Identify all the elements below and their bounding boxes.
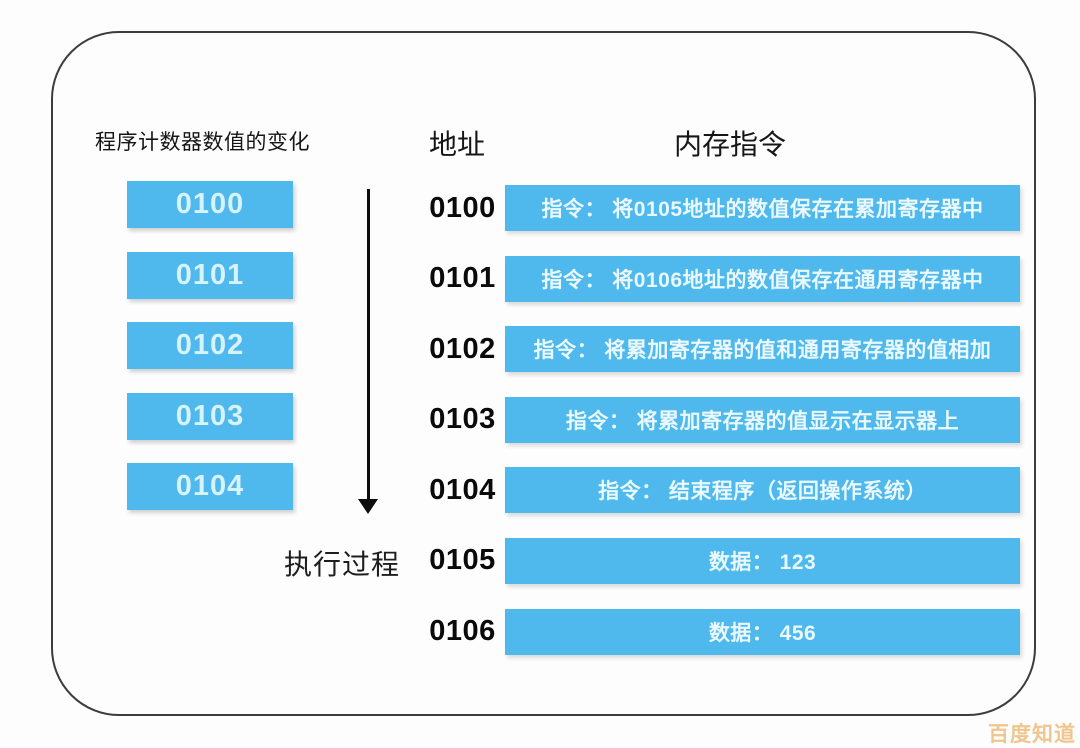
memory-cell: 指令： 将0106地址的数值保存在通用寄存器中: [505, 255, 1020, 302]
address-label: 0103: [429, 403, 496, 436]
memory-cell: 指令： 将0105地址的数值保存在累加寄存器中: [505, 185, 1020, 231]
baidu-zhidao-watermark: 百度知道: [988, 723, 1076, 746]
memory-cell: 指令： 结束程序（返回操作系统）: [505, 467, 1020, 514]
rounded-border-frame: [51, 31, 1036, 716]
pc-value-box: 0102: [127, 322, 293, 369]
table-row: 0103 指令： 将累加寄存器的值显示在显示器上: [420, 396, 1020, 443]
address-label: 0100: [429, 191, 496, 224]
pc-column-title: 程序计数器数值的变化: [95, 131, 310, 154]
pc-box-list: 0100 0101 0102 0103 0104: [127, 181, 293, 510]
table-row: 0106 数据： 456: [420, 608, 1020, 655]
address-label: 0106: [429, 615, 496, 648]
address-label: 0104: [429, 473, 496, 506]
arrow-line: [367, 189, 370, 501]
pc-value-box: 0104: [127, 463, 293, 510]
pc-value-box: 0101: [127, 251, 293, 299]
memory-cell: 指令： 将累加寄存器的值显示在显示器上: [505, 396, 1020, 443]
address-label: 0102: [429, 332, 496, 365]
address-label: 0101: [429, 262, 496, 295]
pc-value-box: 0103: [127, 392, 293, 440]
table-row: 0101 指令： 将0106地址的数值保存在通用寄存器中: [420, 255, 1020, 302]
address-column-header: 地址: [428, 129, 485, 160]
memory-cell: 数据： 456: [505, 608, 1020, 655]
memory-row-list: 0100 指令： 将0105地址的数值保存在累加寄存器中 0101 指令： 将0106…: [420, 185, 1020, 655]
memory-cell: 指令： 将累加寄存器的值和通用寄存器的值相加: [505, 326, 1020, 373]
memory-cell: 数据： 123: [505, 537, 1020, 584]
pc-value-box: 0100: [127, 181, 293, 228]
execution-process-label: 执行过程: [284, 549, 401, 580]
table-row: 0104 指令： 结束程序（返回操作系统）: [420, 467, 1020, 514]
table-row: 0102 指令： 将累加寄存器的值和通用寄存器的值相加: [420, 326, 1020, 373]
arrow-down-icon: [358, 499, 378, 514]
table-row: 0105 数据： 123: [420, 537, 1020, 584]
execution-arrow: [356, 189, 382, 515]
address-label: 0105: [429, 544, 496, 577]
table-row: 0100 指令： 将0105地址的数值保存在累加寄存器中: [420, 185, 1020, 231]
instruction-column-header: 内存指令: [673, 129, 786, 160]
